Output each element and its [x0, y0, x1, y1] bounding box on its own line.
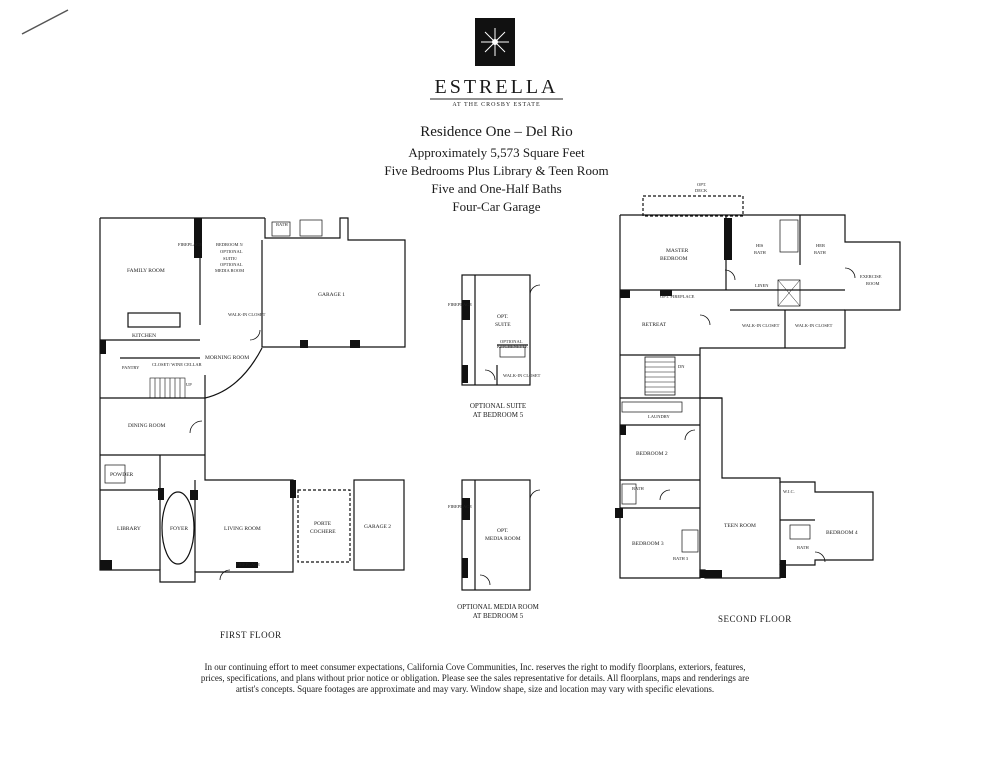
garage-summary: Four-Car Garage — [452, 199, 541, 214]
room-bedroom5-l5: MEDIA ROOM — [215, 268, 244, 273]
opt-suite-l1: OPT. — [497, 314, 509, 320]
optional-suite-caption-l1: OPTIONAL SUITE — [469, 402, 527, 410]
sf-exercise-l2: ROOM — [866, 281, 880, 286]
estrella-logo-emblem — [475, 18, 515, 66]
baths-summary: Five and One-Half Baths — [431, 181, 562, 196]
sf-retreat: RETREAT — [642, 322, 667, 328]
room-bath: BATH — [276, 222, 289, 227]
opt-kitchenette-l1: OPTIONAL — [500, 339, 523, 344]
sf-teen-room: TEEN ROOM — [724, 523, 756, 529]
sf-her-bath-l1: HER — [816, 243, 825, 248]
room-foyer: FOYER — [170, 526, 188, 532]
room-closet-wine: CLOSET/ WINE CELLAR — [152, 362, 202, 367]
optional-media-caption-l1: OPTIONAL MEDIA ROOM — [457, 603, 539, 611]
sf-linen: LINEN — [755, 283, 769, 288]
room-bedroom5-l1: BEDROOM 5/ — [216, 242, 244, 247]
sf-walkin1: WALK-IN CLOSET — [742, 323, 780, 328]
disclaimer-line-2: prices, specifications, and plans withou… — [200, 673, 750, 683]
sf-laundry: LAUNDRY — [648, 414, 671, 419]
disclaimer-line-1: In our continuing effort to meet consume… — [204, 662, 746, 672]
room-family: FAMILY ROOM — [127, 268, 165, 274]
sf-his-bath-l1: HIS — [756, 243, 764, 248]
optional-media-solid-walls — [462, 498, 470, 578]
disclaimer: In our continuing effort to meet consume… — [190, 662, 760, 695]
square-footage: Approximately 5,573 Square Feet — [408, 145, 585, 160]
sf-master-l2: BEDROOM — [660, 256, 688, 262]
sf-opt-deck-l1: OPT. — [697, 182, 706, 187]
sf-walkin2: WALK-IN CLOSET — [795, 323, 833, 328]
room-dining: DINING ROOM — [128, 423, 166, 429]
optional-media-plan — [461, 479, 541, 591]
room-garage1: GARAGE 1 — [318, 292, 345, 298]
room-pantry: PANTRY — [122, 365, 140, 370]
optional-media-caption: OPTIONAL MEDIA ROOM AT BEDROOM 5 — [446, 603, 550, 621]
optional-media-caption-l2: AT BEDROOM 5 — [472, 612, 524, 620]
opt-media-l1: OPT. — [497, 528, 509, 534]
second-floor-solid-walls — [615, 218, 786, 578]
room-porte-l2: COCHERE — [310, 529, 336, 535]
room-powder: POWDER — [110, 472, 134, 478]
opt-suite-fireplace: FIREPLACE — [448, 302, 472, 307]
optional-suite-caption: OPTIONAL SUITE AT BEDROOM 5 — [446, 402, 550, 420]
sf-exercise-l1: EXERCISE — [860, 274, 882, 279]
sf-opt-fireplace: OPT. FIREPLACE — [660, 294, 695, 299]
brand-tagline: AT THE CROSBY ESTATE — [452, 102, 541, 108]
sf-bedroom3: BEDROOM 3 — [632, 541, 664, 547]
room-library: LIBRARY — [117, 526, 141, 532]
sf-bedroom4: BEDROOM 4 — [826, 530, 858, 536]
bedrooms-summary: Five Bedrooms Plus Library & Teen Room — [384, 163, 609, 178]
room-bedroom5-l3: SUITE/ — [223, 256, 238, 261]
opt-kitchenette-l2: KITCHENETTE — [497, 344, 528, 349]
opt-media-fireplace: FIREPLACE — [448, 504, 472, 509]
room-up: UP — [186, 382, 192, 387]
room-living: LIVING ROOM — [224, 526, 261, 532]
opt-suite-l2: SUITE — [495, 322, 511, 328]
first-floor-solid-walls — [100, 218, 360, 570]
room-garage2: GARAGE 2 — [364, 524, 391, 530]
optional-suite-solid-walls — [462, 300, 470, 383]
sf-her-bath-l2: BATH — [814, 250, 827, 255]
sf-master-l1: MASTER — [666, 248, 689, 254]
sf-bath4: BATH — [797, 545, 810, 550]
opt-suite-closet: WALK-IN CLOSET — [503, 373, 541, 378]
sf-bath3: BATH 3 — [673, 556, 689, 561]
room-morning: MORNING ROOM — [205, 355, 249, 361]
scan-mark — [21, 9, 69, 35]
page-title: Residence One – Del Rio — [420, 124, 573, 140]
first-floor-label: FIRST FLOOR — [220, 630, 282, 640]
sf-bath: BATH — [632, 486, 645, 491]
room-fireplace2: FIREPLACE — [236, 562, 260, 567]
room-fireplace: FIREPLACE — [178, 242, 202, 247]
room-bedroom5-l4: OPTIONAL — [220, 262, 243, 267]
opt-media-l2: MEDIA ROOM — [485, 536, 521, 542]
room-walkin-closet: WALK-IN CLOSET — [228, 312, 266, 317]
second-floor-label: SECOND FLOOR — [718, 614, 792, 624]
room-kitchen: KITCHEN — [132, 333, 156, 339]
brand-name: ESTRELLA — [434, 76, 559, 98]
second-floor-plan — [619, 195, 901, 579]
optional-suite-plan — [461, 274, 541, 386]
sf-bedroom2: BEDROOM 2 — [636, 451, 668, 457]
sf-opt-deck-l2: DECK — [695, 188, 708, 193]
sf-his-bath-l2: BATH — [754, 250, 767, 255]
optional-suite-caption-l2: AT BEDROOM 5 — [472, 411, 524, 419]
room-porte-l1: PORTE — [314, 521, 332, 527]
sf-dn: DN — [678, 364, 685, 369]
disclaimer-line-3: artist's concepts. Square footages are a… — [235, 684, 715, 694]
room-bedroom5-l2: OPTIONAL — [220, 249, 243, 254]
sf-wic: W.I.C. — [783, 489, 795, 494]
